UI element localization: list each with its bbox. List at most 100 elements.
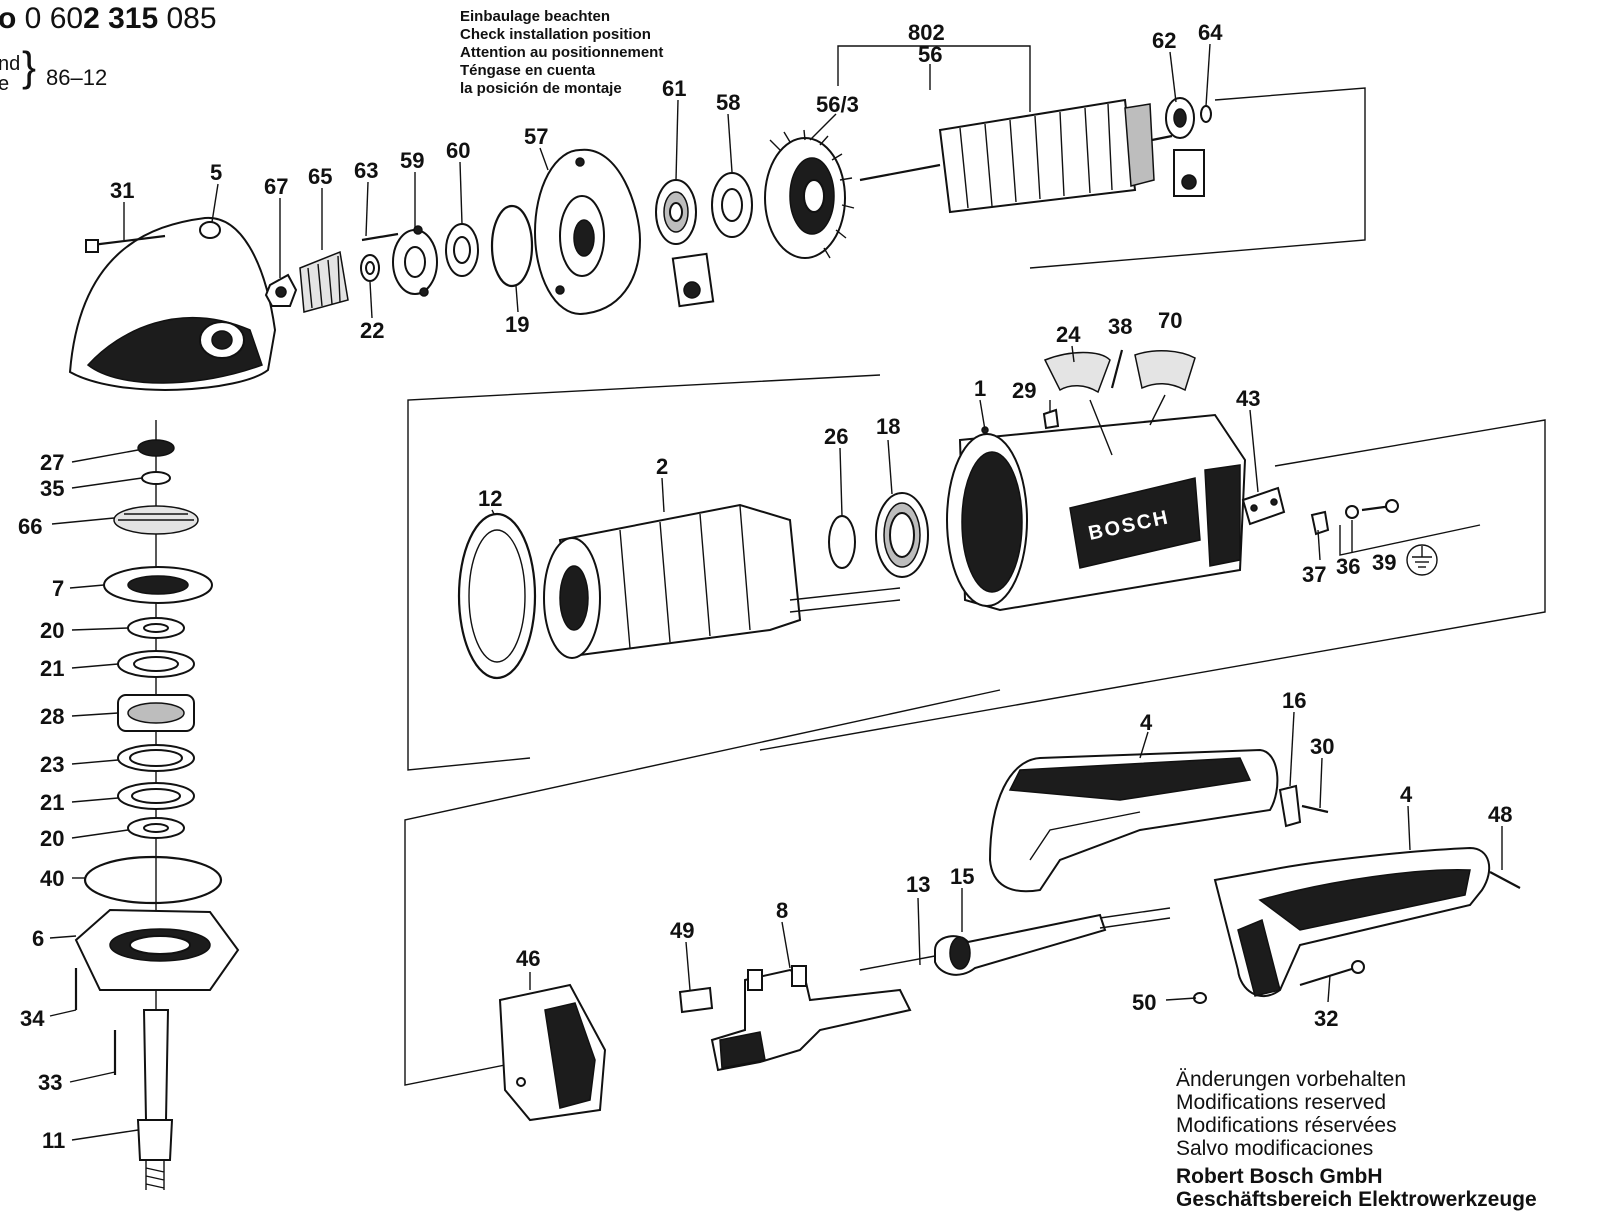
part-label-48: 48 xyxy=(1488,802,1512,827)
part-label-20-lower: 20 xyxy=(40,826,64,851)
part-label-50: 50 xyxy=(1132,990,1156,1015)
spindle-stack xyxy=(74,420,240,1190)
part-label-13: 13 xyxy=(906,872,930,897)
frame-handle-group xyxy=(404,689,1001,1086)
footer-company: Robert Bosch GmbH xyxy=(1176,1165,1383,1188)
clamp-16-screw-30 xyxy=(1278,784,1329,828)
part-labels: 802 56 62 64 61 58 56/3 57 60 59 63 65 6… xyxy=(18,20,1512,1153)
fan-56-3 xyxy=(764,129,855,259)
part-label-39: 39 xyxy=(1372,550,1396,575)
nut-67 xyxy=(264,273,298,307)
part-label-21-upper: 21 xyxy=(40,656,64,681)
part-label-28: 28 xyxy=(40,704,64,729)
footer-notice: Änderungen vorbehalten Modifications res… xyxy=(1176,1068,1407,1160)
part-label-62: 62 xyxy=(1152,28,1176,53)
part-label-26: 26 xyxy=(824,424,848,449)
bearing-sleeve-18 xyxy=(875,492,929,578)
part-label-11: 11 xyxy=(42,1128,65,1153)
part-label-19: 19 xyxy=(505,312,529,337)
part-label-61: 61 xyxy=(662,76,686,101)
part-label-57: 57 xyxy=(524,124,548,149)
part-label-56-3: 56/3 xyxy=(816,92,859,117)
bevel-pinion-65 xyxy=(299,250,349,313)
part-label-49: 49 xyxy=(670,918,694,943)
part-label-7: 7 xyxy=(52,576,64,601)
bearing-62 xyxy=(1165,97,1205,197)
header-date-code: 86–12 xyxy=(46,65,108,90)
part-label-20-upper: 20 xyxy=(40,618,64,643)
bearing-plate-59 xyxy=(392,225,438,297)
part-label-30: 30 xyxy=(1310,734,1334,759)
part-label-4-upper: 4 xyxy=(1140,710,1153,735)
plug-29 xyxy=(1042,408,1060,430)
gear-housing xyxy=(68,216,277,391)
ball-bearing-61 xyxy=(655,179,715,308)
part-label-802: 802 xyxy=(908,20,945,45)
part-label-2: 2 xyxy=(656,454,668,479)
part-label-34: 34 xyxy=(20,1006,45,1031)
part-label-37: 37 xyxy=(1302,562,1326,587)
part-label-58: 58 xyxy=(716,90,740,115)
part-label-67: 67 xyxy=(264,174,288,199)
part-label-60: 60 xyxy=(446,138,470,163)
part-label-31: 31 xyxy=(110,178,134,203)
bearing-flange-57 xyxy=(534,148,642,315)
screw-31 xyxy=(85,234,166,253)
spacer-ring-12 xyxy=(457,512,537,680)
part-label-4-lower: 4 xyxy=(1400,782,1413,807)
header-sub-left: nd e xyxy=(0,53,21,95)
part-label-64: 64 xyxy=(1198,20,1223,45)
part-label-15: 15 xyxy=(950,864,974,889)
part-label-24: 24 xyxy=(1056,322,1081,347)
part-label-36: 36 xyxy=(1336,554,1360,579)
switch-8 xyxy=(710,965,912,1072)
part-label-56: 56 xyxy=(918,42,942,67)
part-label-43: 43 xyxy=(1236,386,1260,411)
handle-half-lower-4 xyxy=(1193,846,1521,1004)
nameplates-24-70 xyxy=(1043,349,1196,456)
part-label-27: 27 xyxy=(40,450,64,475)
pin-63 xyxy=(361,232,399,242)
part-label-8: 8 xyxy=(776,898,788,923)
part-label-38: 38 xyxy=(1108,314,1132,339)
part-label-12: 12 xyxy=(478,486,502,511)
part-label-65: 65 xyxy=(308,164,332,189)
part-label-70: 70 xyxy=(1158,308,1182,333)
motor-housing-1: BOSCH xyxy=(946,413,1247,612)
part-label-21-lower: 21 xyxy=(40,790,64,815)
part-label-46: 46 xyxy=(516,946,540,971)
cover-plate-46 xyxy=(498,983,607,1122)
o-ring-19 xyxy=(490,204,534,288)
installation-note: Einbaulage beachten Check installation p… xyxy=(460,8,664,97)
part-label-1: 1 xyxy=(974,376,986,401)
frame-armature-group xyxy=(837,45,1366,269)
leader-lines xyxy=(49,43,1503,1141)
connector-49 xyxy=(678,986,714,1014)
document-number: o 0 602 315 085 xyxy=(0,2,217,35)
part-label-18: 18 xyxy=(876,414,900,439)
handle-half-upper-4 xyxy=(988,748,1279,893)
ring-26 xyxy=(828,515,856,569)
frame-housing-group xyxy=(407,374,1546,771)
footer-division: Geschäftsbereich Elektrowerkzeuge xyxy=(1176,1188,1537,1211)
header-brace: } xyxy=(22,43,37,90)
part-label-22: 22 xyxy=(360,318,384,343)
part-label-32: 32 xyxy=(1314,1006,1338,1031)
armature-56 xyxy=(859,98,1173,214)
field-coil-2 xyxy=(543,503,901,659)
bearing-plate-58 xyxy=(711,172,753,238)
ground-terminal-36-37-39 xyxy=(1310,499,1481,576)
washer-22 xyxy=(360,254,380,282)
part-label-16: 16 xyxy=(1282,688,1306,713)
part-label-66: 66 xyxy=(18,514,42,539)
part-label-35: 35 xyxy=(40,476,64,501)
part-label-33: 33 xyxy=(38,1070,62,1095)
part-label-29: 29 xyxy=(1012,378,1036,403)
part-label-59: 59 xyxy=(400,148,424,173)
part-label-40: 40 xyxy=(40,866,64,891)
part-label-6: 6 xyxy=(32,926,44,951)
part-label-23: 23 xyxy=(40,752,64,777)
cord-clamp-43 xyxy=(1241,486,1286,526)
